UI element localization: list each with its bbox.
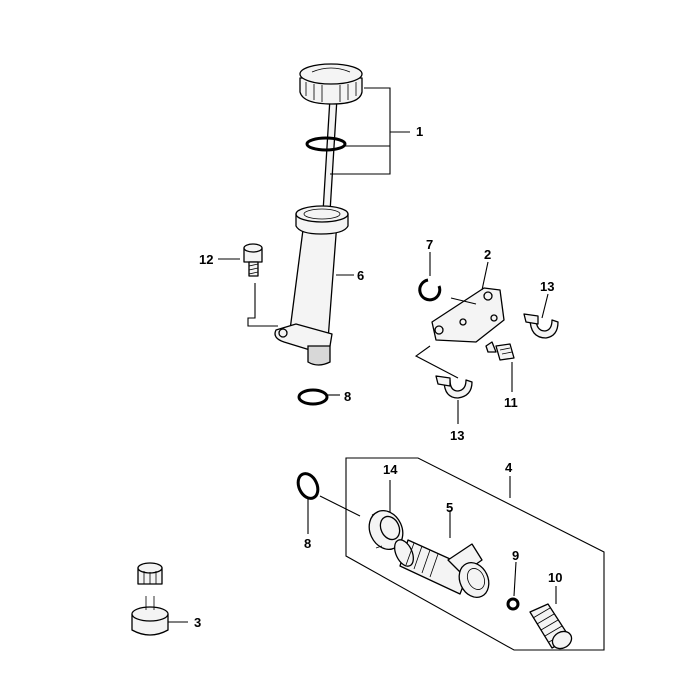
part-8-o-ring-upper [297, 388, 329, 406]
part-5-t-fitting [393, 539, 490, 599]
part-1-o-ring [305, 136, 347, 152]
part-7-clip [418, 278, 442, 302]
callout-10: 10 [548, 570, 562, 585]
callout-3: 3 [194, 615, 201, 630]
callout-9: 9 [512, 548, 519, 563]
callout-11: 11 [504, 395, 518, 410]
part-9-o-ring [506, 597, 520, 611]
callout-13-left: 13 [450, 428, 464, 443]
part-2-bracket [431, 287, 505, 343]
part-11-bolt [485, 341, 515, 361]
part-14-ring-nut [368, 510, 404, 550]
callout-2: 2 [484, 247, 491, 262]
callout-6: 6 [357, 268, 364, 283]
callout-8-lower: 8 [304, 536, 311, 551]
callout-7: 7 [426, 237, 433, 252]
callout-13-right: 13 [540, 279, 554, 294]
part-1-filler-cap-dipstick [299, 63, 363, 213]
callout-5: 5 [446, 500, 453, 515]
part-8-o-ring-lower [296, 472, 320, 500]
callout-labels: 1 2 3 4 5 6 7 8 8 9 10 11 12 13 13 14 [194, 124, 562, 630]
callout-4: 4 [505, 460, 513, 475]
part-4-group-outline [345, 457, 605, 651]
part-10-spring [529, 603, 573, 650]
leader-lines [168, 87, 557, 623]
callout-8-upper: 8 [344, 389, 351, 404]
callout-1: 1 [416, 124, 423, 139]
part-13-clamp-right [523, 313, 559, 339]
part-3-knob [131, 562, 169, 636]
part-6-filler-tube [274, 205, 349, 366]
callout-12: 12 [199, 252, 213, 267]
callout-14: 14 [383, 462, 398, 477]
part-13-clamp-left [435, 375, 473, 399]
part-12-bolt [243, 243, 263, 277]
